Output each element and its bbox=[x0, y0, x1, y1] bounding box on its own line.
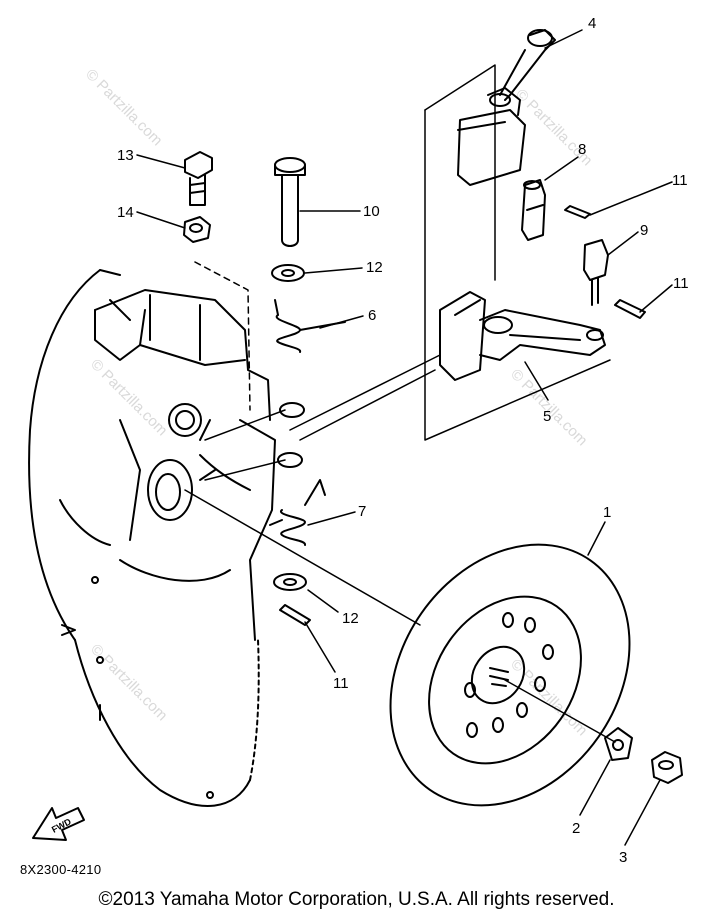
callout-5: 5 bbox=[543, 408, 551, 425]
part-11-cotter-pins bbox=[279, 205, 646, 626]
callout-numbers: 4 8 11 9 11 5 13 14 10 12 6 7 12 11 1 2 … bbox=[117, 15, 689, 866]
callout-4: 4 bbox=[588, 15, 596, 32]
part-1-brake-disc bbox=[389, 543, 631, 807]
part-8-pin bbox=[521, 179, 546, 241]
part-2-lock-washer bbox=[604, 727, 633, 761]
callout-11-lower: 11 bbox=[333, 675, 349, 692]
part-14-nut bbox=[183, 216, 211, 243]
part-6-spring bbox=[274, 299, 346, 418]
watermark-group: © Partzilla.com © Partzilla.com © Partzi… bbox=[82, 66, 595, 739]
leader-lines bbox=[136, 29, 673, 846]
watermark-1: © Partzilla.com bbox=[82, 66, 165, 149]
diagram-part-code: 8X2300-4210 bbox=[20, 862, 102, 877]
part-5-lower-arm bbox=[439, 291, 606, 381]
callout-9: 9 bbox=[640, 222, 648, 239]
callout-10: 10 bbox=[363, 203, 380, 220]
callout-12-lower: 12 bbox=[342, 610, 359, 627]
callout-8: 8 bbox=[578, 141, 586, 158]
callout-7: 7 bbox=[358, 503, 366, 520]
part-12-washers bbox=[271, 264, 307, 591]
copyright-notice: ©2013 Yamaha Motor Corporation, U.S.A. A… bbox=[98, 889, 615, 910]
part-9-pin bbox=[583, 239, 609, 306]
callout-12-upper: 12 bbox=[366, 259, 383, 276]
watermark-2: © Partzilla.com bbox=[87, 356, 170, 439]
callout-13: 13 bbox=[117, 147, 134, 164]
part-7-spring bbox=[269, 452, 326, 546]
callout-11-upper: 11 bbox=[672, 172, 688, 189]
engine-casing bbox=[28, 269, 276, 807]
part-13-bolt bbox=[184, 151, 213, 206]
callout-14: 14 bbox=[117, 204, 134, 221]
callout-2: 2 bbox=[572, 820, 580, 837]
part-4-upper-arm bbox=[457, 29, 556, 186]
callout-3: 3 bbox=[619, 849, 627, 866]
part-10-pin bbox=[274, 157, 306, 247]
fwd-arrow-icon: FWD bbox=[32, 807, 85, 841]
callout-1: 1 bbox=[603, 504, 611, 521]
exploded-frame bbox=[289, 64, 611, 441]
casing-leaders bbox=[184, 261, 421, 626]
watermark-6: © Partzilla.com bbox=[507, 656, 590, 739]
callout-6: 6 bbox=[368, 307, 376, 324]
callout-11-right: 11 bbox=[673, 275, 689, 292]
part-3-nut bbox=[651, 751, 683, 784]
